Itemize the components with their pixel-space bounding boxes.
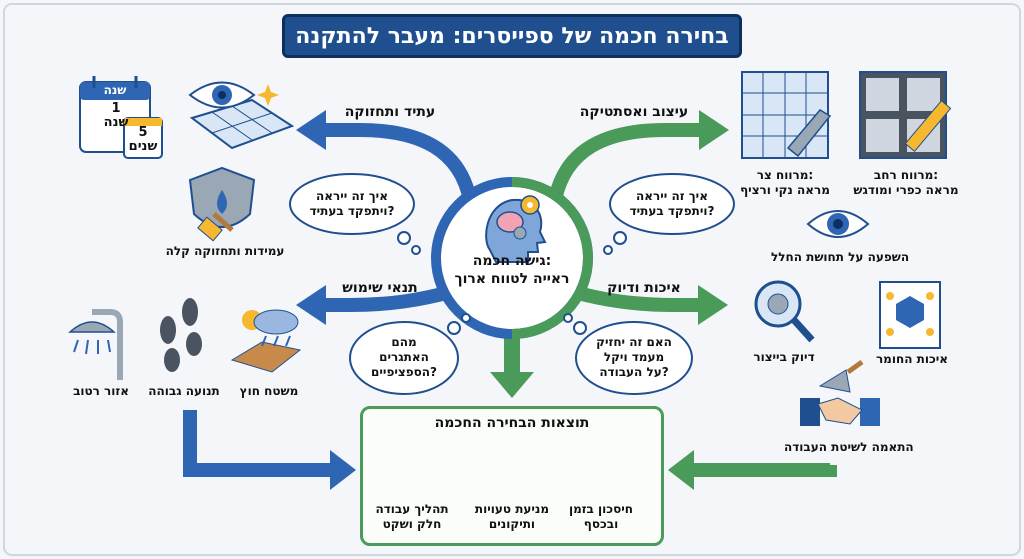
head-gear-icon <box>485 195 547 263</box>
bubble-future <box>289 173 421 255</box>
eye-tiles-icon <box>188 81 295 150</box>
calendar-header: שנה <box>103 83 127 97</box>
arrow-usage <box>296 285 452 325</box>
outcome-line: חיסכון בזמן <box>568 502 634 516</box>
branch-usage-label: תנאי שימוש <box>342 280 418 296</box>
arrow-right-outcomes <box>668 450 837 490</box>
material-quality-label: איכות החומר <box>875 352 949 366</box>
wide-grid-icon <box>859 71 952 159</box>
arrow-center-down <box>490 330 534 398</box>
high-traffic-label: תנועה גבוהה <box>148 384 220 398</box>
arrow-design <box>548 110 729 202</box>
mfg-precision-label: דיוק בייצור <box>753 350 815 364</box>
bubble-design-text: איך זה ייראה ויתפקד בעתיד? <box>620 189 724 219</box>
bubble-line: איך זה ייראה <box>636 189 708 203</box>
bubble-line: מעמד ויקל <box>603 350 665 364</box>
calendar-day-label: שנה <box>103 115 129 131</box>
bubble-line: האתגרים <box>379 350 429 364</box>
magnifier-gear-icon <box>754 280 815 343</box>
outcome-line: חלק ושקט <box>382 517 442 531</box>
bubble-usage-text: מהם האתגרים הספציפיים? <box>356 335 452 380</box>
outcome-line: ותיקונים <box>488 517 536 531</box>
outcomes-title: תוצאות הבחירה החכמה <box>434 415 590 431</box>
calendar-day-5: 5 שנים <box>124 125 162 155</box>
bubble-line: האם זה יחזיק <box>596 335 672 349</box>
center-line-1: גישה חכמה: <box>472 253 552 269</box>
center-label: גישה חכמה: ראייה לטווח ארוך <box>452 252 572 288</box>
branch-design-label: עיצוב ואסתטיקה <box>579 104 689 120</box>
footprints-icon <box>160 298 202 372</box>
shower-icon <box>68 309 123 380</box>
outcomes-box: תוצאות הבחירה החכמה <box>360 406 664 546</box>
durability-label: עמידות ותחזוקה קלה <box>165 244 285 258</box>
eye-icon <box>806 210 870 238</box>
handshake-icon <box>800 397 880 426</box>
bubble-quality <box>563 313 693 395</box>
outcome-prevent-errors: מניעת טעויות ותיקונים <box>472 502 552 532</box>
wet-area-label: אזור רטוב <box>73 384 129 398</box>
calendar-day-number: 5 <box>138 125 148 140</box>
weather-tiles-icon <box>230 309 302 373</box>
wide-gap-line: מראה כפרי ומודגש <box>853 183 959 197</box>
outcome-line: תהליך עבודה <box>375 502 449 516</box>
trowel-icon <box>818 359 864 393</box>
calendar-day-number: 1 <box>111 101 121 116</box>
arrow-quality <box>572 285 728 325</box>
branch-future-label: עתיד ותחזוקה <box>344 104 436 120</box>
bubble-line: הספציפיים? <box>371 365 437 379</box>
space-effect-label: השפעה על תחושת החלל <box>770 250 910 264</box>
bubble-line: על העבודה? <box>599 365 669 379</box>
bubble-future-text: איך זה ייראה ויתפקד בעתיד? <box>300 189 404 219</box>
bubble-quality-text: האם זה יחזיק מעמד ויקל על העבודה? <box>582 335 686 380</box>
narrow-gap-line: מרווח צר: <box>756 168 814 182</box>
bubble-design <box>603 173 735 255</box>
calendar-icon <box>79 76 163 159</box>
outcome-smooth-process: תהליך עבודה חלק ושקט <box>374 502 450 532</box>
calendar-day-label: שנים <box>128 139 158 155</box>
arrow-future <box>296 110 477 202</box>
center-line-2: ראייה לטווח ארוך <box>454 271 570 288</box>
page-title: בחירה חכמה של ספייסרים: מעבר להתקנה <box>282 14 742 58</box>
bubble-line: מהם <box>391 335 417 349</box>
outcome-line: ובכסף <box>583 517 619 531</box>
narrow-gap-label: מרווח צר: מראה נקי ורציף <box>730 168 840 198</box>
narrow-grid-icon <box>741 71 832 159</box>
shield-brush-icon <box>188 166 256 242</box>
bubble-line: איך זה ייראה <box>316 189 388 203</box>
wide-gap-label: מרווח רחב: מראה כפרי ומודגש <box>848 168 964 198</box>
wide-gap-line: מרווח רחב: <box>873 168 939 182</box>
branch-quality-label: איכות ודיוק <box>607 280 681 296</box>
narrow-gap-line: מראה נקי ורציף <box>740 183 830 197</box>
work-method-label: התאמה לשיטת העבודה <box>784 440 914 454</box>
outcome-savings: חיסכון בזמן ובכסף <box>566 502 636 532</box>
outcome-line: מניעת טעויות <box>474 502 550 516</box>
bubble-usage <box>349 313 471 395</box>
bubble-line: ויתפקד בעתיד? <box>629 204 715 218</box>
calendar-day-1: 1 שנה <box>96 101 136 131</box>
molecule-icon <box>879 281 941 349</box>
outdoor-label: משטח חוץ <box>239 384 299 398</box>
arrow-left-outcomes <box>183 410 356 490</box>
bubble-line: ויתפקד בעתיד? <box>309 204 395 218</box>
